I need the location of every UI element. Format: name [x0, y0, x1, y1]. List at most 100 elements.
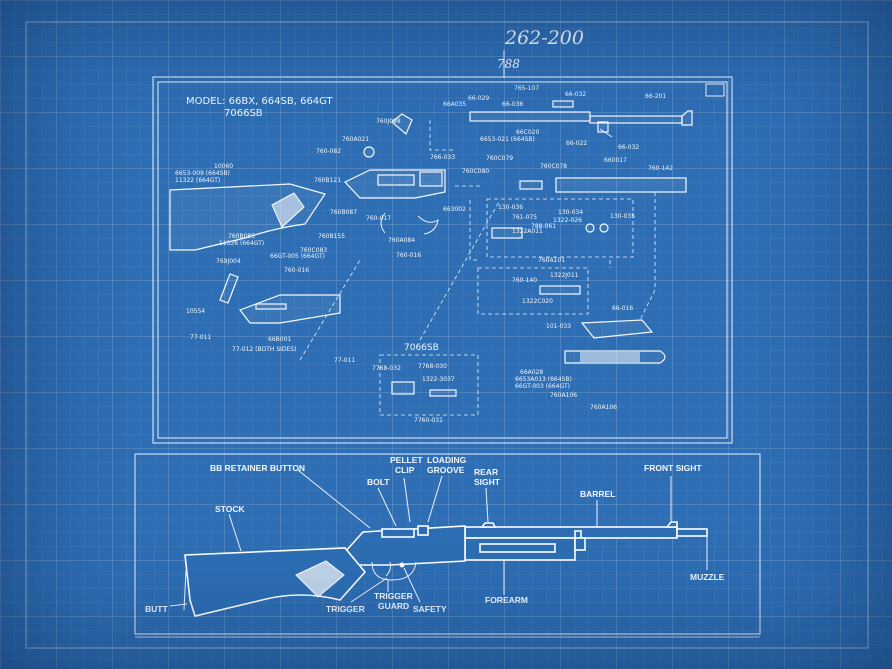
- leader-stock: [228, 513, 242, 552]
- leader-bb-retainer: [297, 469, 371, 529]
- part-label: 760-142: [648, 165, 673, 172]
- muzzle-shape: [676, 528, 708, 537]
- label-muzzle: MUZZLE: [690, 572, 725, 582]
- part-label: 760-140: [512, 277, 537, 284]
- label-pellet-clip-line2: CLIP: [395, 465, 415, 475]
- butt-plate-shape: [183, 569, 187, 611]
- washer-part-2: [599, 223, 609, 233]
- part-label: 760J098: [376, 118, 401, 125]
- barrel-tube-part: [469, 111, 591, 122]
- forearm-slot-shape: [479, 543, 556, 553]
- receiver-slot: [377, 174, 415, 186]
- forearm-cap-shape: [574, 537, 586, 551]
- part-label: 6653A013 (664SB): [515, 376, 572, 383]
- part-label: 101-033: [546, 323, 571, 330]
- part-label: 760A106: [590, 404, 617, 411]
- label-loading-groove-line1: LOADING: [427, 455, 467, 465]
- part-label: 760A101: [538, 257, 565, 264]
- part-label: 760B155: [318, 233, 345, 240]
- label-loading-groove-line2: GROOVE: [427, 465, 465, 475]
- label-rear-sight-line1: REAR: [474, 467, 498, 477]
- part-label: 66GT-003 (664GT): [515, 383, 570, 390]
- part-label: 769J004: [216, 258, 241, 265]
- part-label: 1322A011: [512, 228, 543, 235]
- leader-butt: [169, 603, 188, 607]
- part-label: 11322 (664GT): [175, 177, 220, 184]
- trigger-shape: [385, 561, 391, 577]
- part-label: 77-011: [334, 357, 355, 364]
- part-label: 1322C020: [522, 298, 553, 305]
- valve-part: [539, 285, 581, 295]
- part-label: 1322-026: [553, 217, 582, 224]
- part-label: 760B121: [314, 177, 341, 184]
- part-label: 66C020: [516, 129, 539, 136]
- label-butt: BUTT: [145, 604, 168, 614]
- model-line: MODEL: 66BX, 664SB, 664GT: [186, 96, 334, 107]
- part-label: 788-061: [531, 223, 556, 230]
- part-label: 66A028: [520, 369, 543, 376]
- part-label: 7768-032: [372, 365, 401, 372]
- label-safety: SAFETY: [413, 604, 447, 614]
- part-label: 760-017: [366, 215, 391, 222]
- piston-part: [519, 180, 543, 190]
- label-front-sight: FRONT SIGHT: [644, 463, 702, 473]
- part-label: 7760-031: [414, 417, 443, 424]
- label-bolt: BOLT: [367, 477, 390, 487]
- inset-box-valve: [477, 267, 589, 315]
- part-label: 760A084: [388, 237, 415, 244]
- guide-line-5: [639, 192, 656, 321]
- inset-box-seals: [486, 198, 634, 258]
- part-label: 663002: [443, 206, 466, 213]
- spring-part: [599, 128, 613, 138]
- pump-rod-part: [219, 273, 239, 304]
- part-label: 760C078: [540, 163, 567, 170]
- label-trigger: TRIGGER: [326, 604, 365, 614]
- trigger-guard-shape: [371, 561, 417, 581]
- guide-line-1: [429, 120, 480, 187]
- label-trigger-guard-line1: TRIGGER: [374, 591, 413, 601]
- exploded-frame: [152, 76, 733, 444]
- pump-handle-grip: [580, 352, 640, 362]
- part-number-labels: 66-029 765-107 66-032 66-201 66A035 66-0…: [175, 85, 673, 424]
- forearm-slot: [255, 303, 287, 310]
- part-label: 760C083: [300, 247, 327, 254]
- outer-frame: [25, 21, 869, 649]
- label-pellet-clip-line1: PELLET: [390, 455, 423, 465]
- part-label: 1322J011: [550, 272, 579, 279]
- part-label: 760C079: [486, 155, 513, 162]
- bolt-part: [391, 113, 413, 135]
- label-bb-retainer-button: BB RETAINER BUTTON: [210, 463, 305, 473]
- bolt-slot-shape: [381, 528, 415, 538]
- exploded-view: MODEL: 66BX, 664SB, 664GT 7066SB: [152, 76, 733, 444]
- part-label: 66-036: [502, 101, 523, 108]
- part-label: 760B087: [330, 209, 357, 216]
- part-label: 66-032: [565, 91, 586, 98]
- part-label: 6653-009 (664SB): [175, 170, 230, 177]
- part-label: 660017: [604, 157, 627, 164]
- handwritten-scribble: 788: [497, 57, 520, 71]
- rear-sight-shape: [480, 522, 497, 528]
- part-label: 761-075: [512, 214, 537, 221]
- barrel-shape: [464, 526, 678, 539]
- part-label: 77-012 (BOTH SIDES): [232, 346, 296, 353]
- part-label: 66-029: [468, 95, 489, 102]
- forearm-part: [239, 294, 341, 324]
- part-label: 66-201: [645, 93, 666, 100]
- barrel-clip-part: [552, 100, 574, 108]
- part-label: 6653-021 (664SB): [480, 136, 535, 143]
- part-label: 130-035: [610, 213, 635, 220]
- inset-box-7066sb: [379, 354, 479, 416]
- part-label: 10554: [186, 308, 205, 315]
- bb-reservoir-part: [391, 381, 415, 395]
- part-label: 760A021: [342, 136, 369, 143]
- part-label: 760A106: [550, 392, 577, 399]
- part-label: 66-032: [618, 144, 639, 151]
- part-label: 1322-3037: [422, 376, 455, 383]
- handwritten-note: 262-200: [504, 27, 584, 49]
- label-barrel: BARREL: [580, 489, 615, 499]
- part-label: 66A035: [443, 101, 466, 108]
- clip-part: [429, 389, 457, 397]
- callout-leaders: [169, 469, 708, 607]
- washer-part-1: [585, 223, 595, 233]
